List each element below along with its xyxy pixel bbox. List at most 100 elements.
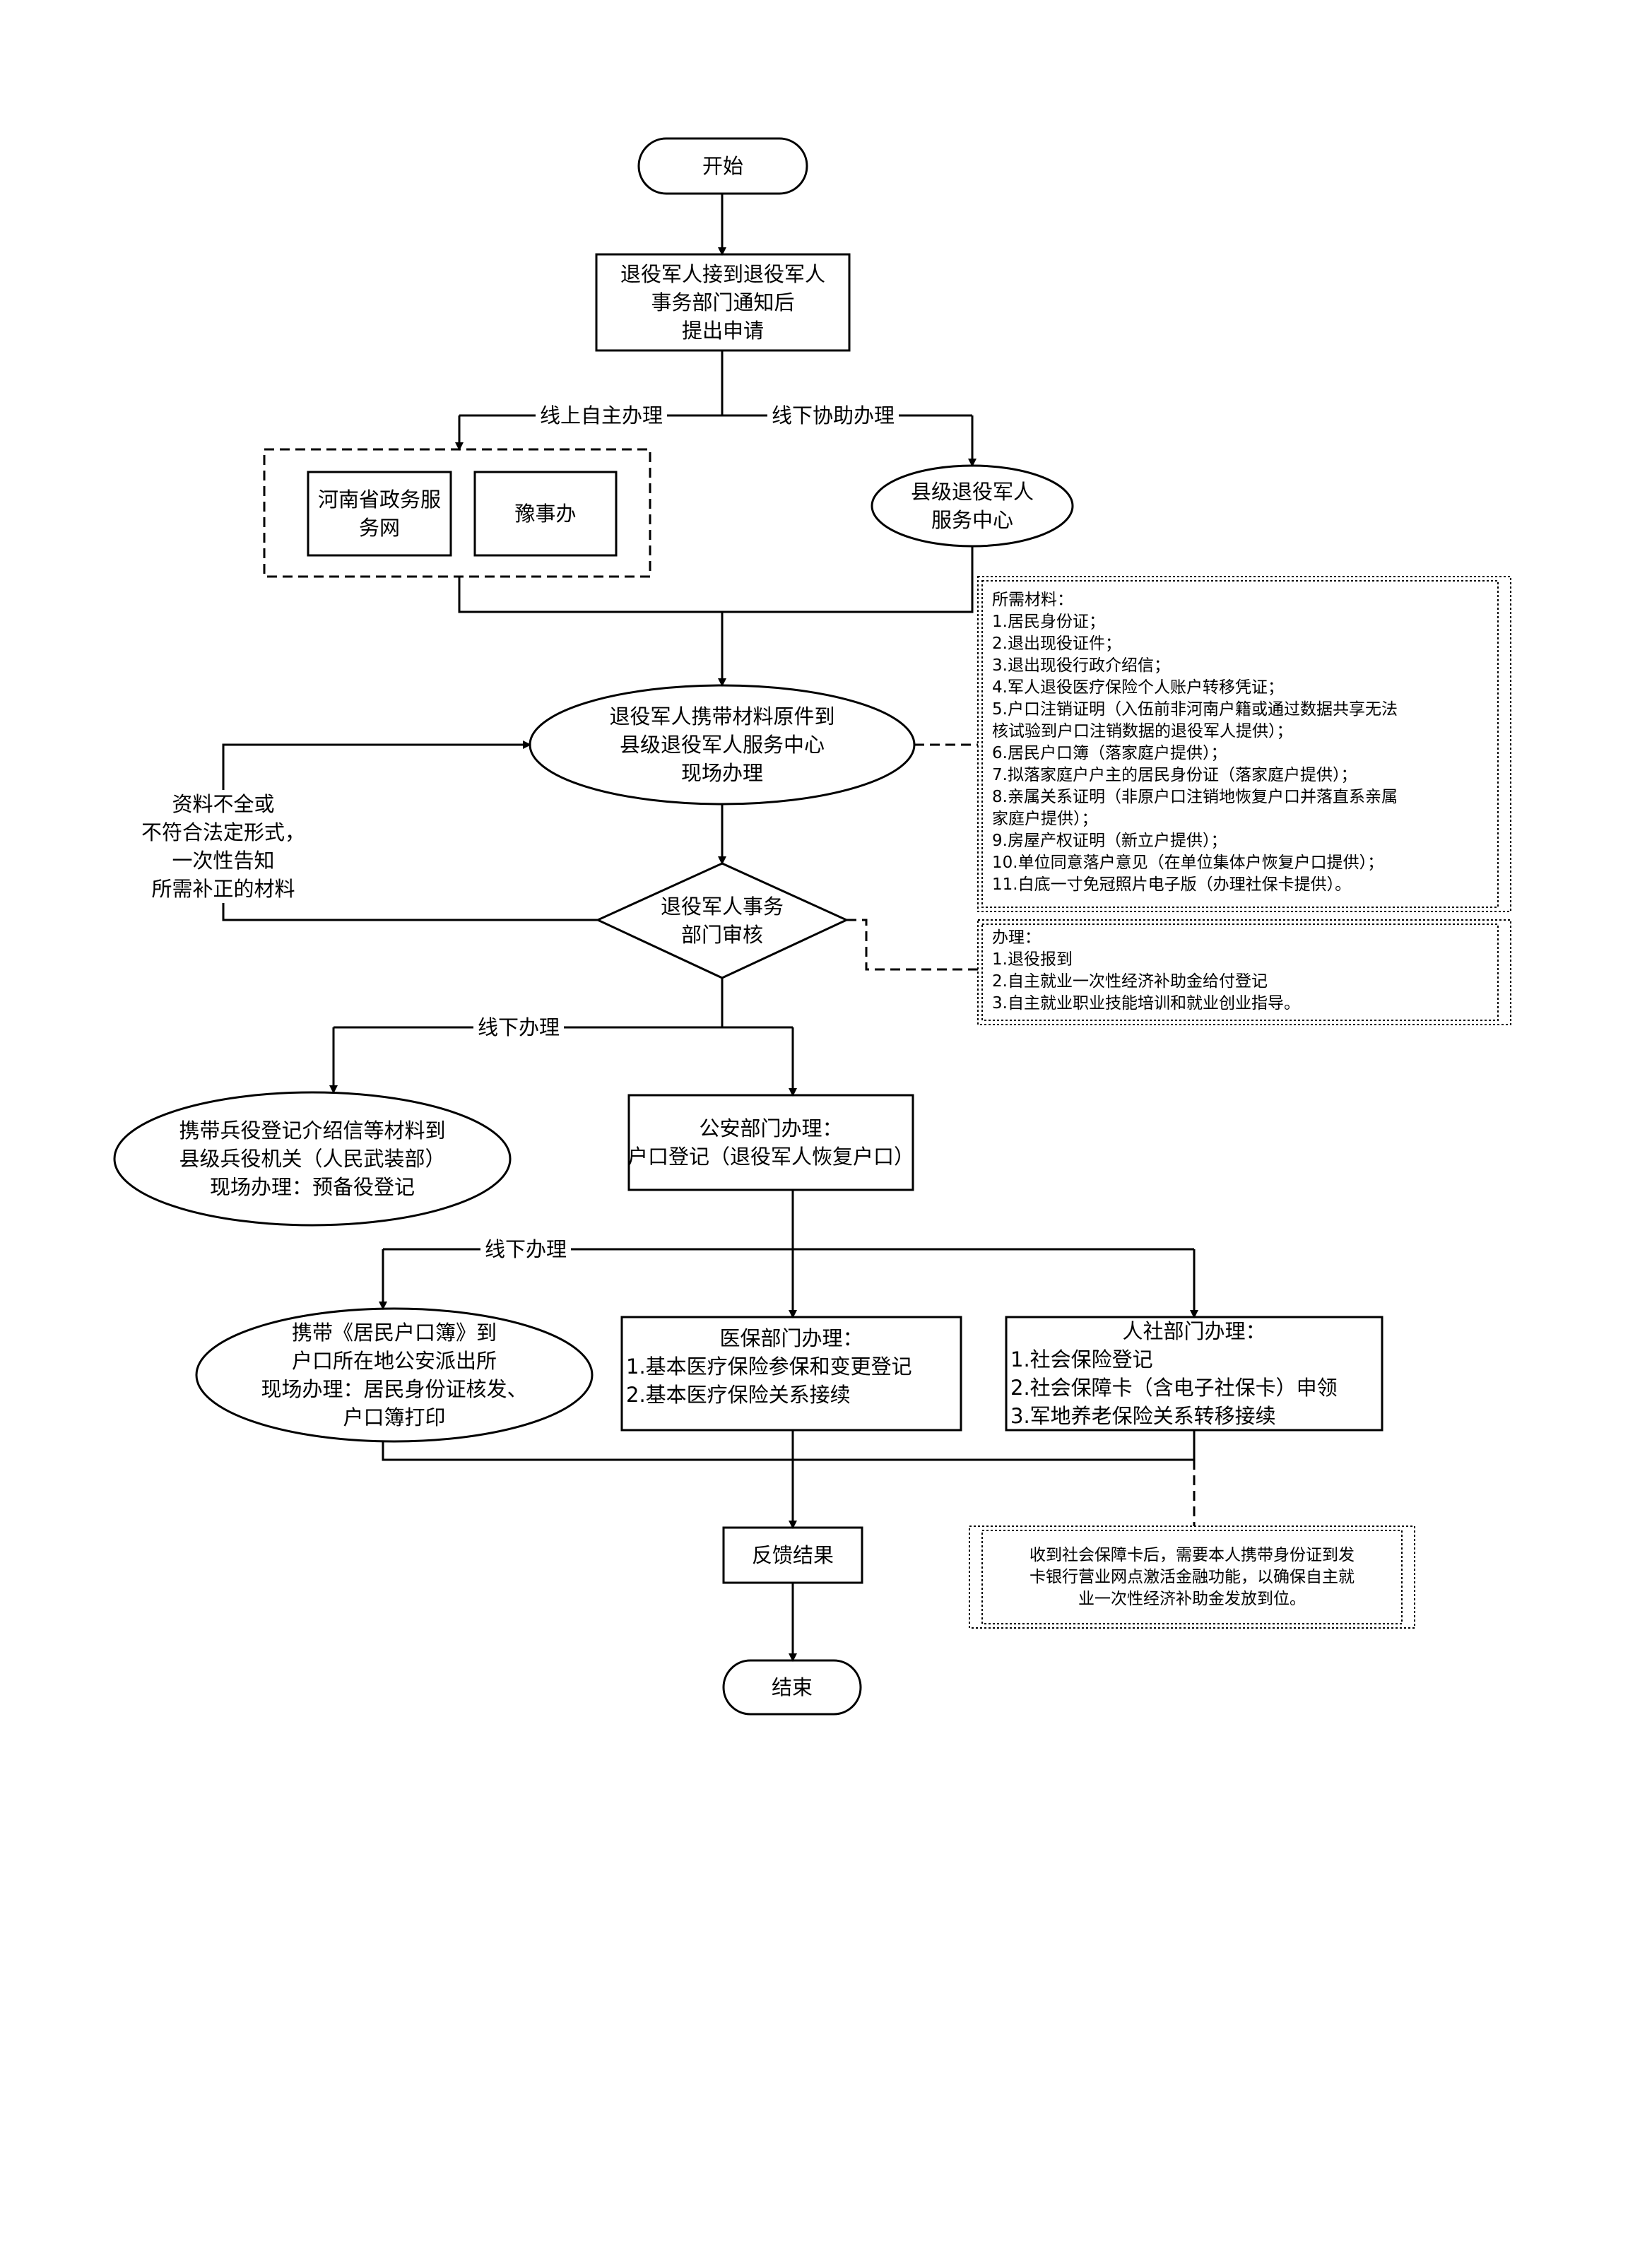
- materials-item: 4.军人退役医疗保险个人账户转移凭证；: [992, 678, 1284, 697]
- police-node: 公安部门办理： 户口登记（退役军人恢复户口）: [627, 1095, 915, 1190]
- end-label: 结束: [771, 1675, 813, 1699]
- handle-note-border-outer: [977, 919, 1511, 1025]
- incomplete-line-3: 一次性告知: [172, 849, 275, 873]
- hr-node: 人社部门办理： 1.社会保险登记 2.社会保障卡（含电子社保卡）申领 3.军地养…: [1006, 1317, 1382, 1430]
- start-node: 开始: [639, 138, 807, 194]
- medical-box-shape: [620, 1316, 962, 1432]
- hr-item: 2.社会保障卡（含电子社保卡）申领: [1010, 1376, 1338, 1400]
- henan-gov-line-2: 务网: [358, 516, 400, 540]
- materials-item: 9.房屋产权证明（新立户提供）；: [992, 832, 1227, 850]
- feedback-box-shape: [722, 1526, 863, 1584]
- offline-label-2: 线下办理: [480, 1237, 572, 1262]
- branch-offline-label: 线下协助办理: [767, 403, 899, 428]
- henan-gov-box-shape: [307, 471, 452, 557]
- apply-line-1: 退役军人接到退役军人: [620, 262, 825, 286]
- feedback-label: 反馈结果: [751, 1543, 834, 1567]
- flow-county-merge: [722, 546, 974, 613]
- henan-gov-node: 河南省政务服 务网: [308, 472, 451, 555]
- hr-item: 1.社会保险登记: [1010, 1347, 1153, 1371]
- hr-box-shape: [1005, 1316, 1383, 1432]
- materials-item: 7.拟落家庭户户主的居民身份证（落家庭户提供）；: [992, 766, 1357, 784]
- materials-item: 核试验到户口注销数据的退役军人提供）；: [992, 722, 1293, 740]
- hukou-line-3: 现场办理：居民身份证核发、: [261, 1377, 528, 1401]
- materials-title: 所需材料：: [992, 591, 1073, 609]
- military-line-3: 现场办理：预备役登记: [209, 1175, 415, 1199]
- card-note-line-2: 卡银行营业网点激活金融功能，以确保自主就: [1029, 1567, 1355, 1586]
- hukou-line-1: 携带《居民户口簿》到: [291, 1321, 497, 1345]
- handle-note-border-inner: [981, 923, 1499, 1021]
- materials-note: 所需材料： 1.居民身份证； 2.退出现役证件； 3.退出现役行政介绍信； 4.…: [984, 584, 1499, 906]
- yushiban-node: 豫事办: [475, 472, 616, 555]
- card-note-border-inner: [981, 1530, 1403, 1624]
- hr-title: 人社部门办理：: [1122, 1319, 1266, 1343]
- handle-title: 办理：: [992, 928, 1041, 947]
- medical-items: 1.基本医疗保险参保和变更登记 2.基本医疗保险关系接续: [622, 1352, 961, 1409]
- military-ellipse: [113, 1091, 512, 1227]
- branch-online-label: 线上自主办理: [536, 403, 668, 428]
- yushiban-label: 豫事办: [514, 502, 577, 526]
- military-node: 携带兵役登记介绍信等材料到 县级兵役机关（人民武装部） 现场办理：预备役登记: [114, 1092, 510, 1225]
- medical-item: 2.基本医疗保险关系接续: [626, 1383, 851, 1407]
- onsite-node: 退役军人携带材料原件到 县级退役军人服务中心 现场办理: [530, 685, 914, 804]
- handle-note: 办理： 1.退役报到 2.自主就业一次性经济补助金给付登记 3.自主就业职业技能…: [984, 921, 1499, 1023]
- county-center-line-2: 服务中心: [931, 508, 1013, 532]
- handle-item: 1.退役报到: [992, 950, 1073, 969]
- feedback-node: 反馈结果: [724, 1528, 862, 1583]
- materials-item: 6.居民户口簿（落家庭户提供）；: [992, 744, 1227, 762]
- materials-item: 家庭户提供）；: [992, 810, 1098, 828]
- review-line-2: 部门审核: [680, 923, 763, 947]
- onsite-line-1: 退役军人携带材料原件到: [609, 704, 835, 728]
- materials-item: 8.亲属关系证明（非原户口注销地恢复户口并落直系亲属: [992, 788, 1398, 806]
- onsite-line-2: 县级退役军人服务中心: [619, 733, 825, 757]
- county-center-node: 县级退役军人 服务中心: [872, 466, 1073, 546]
- flow-hukou-merge: [382, 1441, 1194, 1461]
- materials-note-border-outer: [977, 576, 1511, 912]
- handle-item: 3.自主就业职业技能培训和就业创业指导。: [992, 994, 1300, 1013]
- incomplete-line-1: 资料不全或: [172, 792, 275, 816]
- materials-item: 2.退出现役证件；: [992, 635, 1121, 653]
- materials-item: 1.居民身份证；: [992, 613, 1105, 631]
- medical-title: 医保部门办理：: [719, 1326, 863, 1350]
- review-node: 退役军人事务 部门审核: [598, 863, 846, 978]
- medical-node: 医保部门办理： 1.基本医疗保险参保和变更登记 2.基本医疗保险关系接续: [622, 1317, 961, 1430]
- incomplete-line-4: 所需补正的材料: [151, 877, 295, 901]
- medical-item: 1.基本医疗保险参保和变更登记: [626, 1355, 912, 1379]
- materials-item: 10.单位同意落户意见（在单位集体户恢复户口提供）；: [992, 854, 1384, 872]
- hukou-node: 携带《居民户口簿》到 户口所在地公安派出所 现场办理：居民身份证核发、 户口簿打…: [196, 1309, 592, 1441]
- police-box-shape: [627, 1094, 914, 1191]
- yushiban-box-shape: [473, 471, 618, 557]
- materials-item: 11.白底一寸免冠照片电子版（办理社保卡提供）。: [992, 875, 1352, 894]
- end-node: 结束: [724, 1660, 861, 1714]
- hr-items: 1.社会保险登记 2.社会保障卡（含电子社保卡）申领 3.军地养老保险关系转移接…: [1006, 1345, 1382, 1430]
- military-line-2: 县级兵役机关（人民武装部）: [179, 1147, 446, 1171]
- incomplete-note: 资料不全或 不符合法定形式， 一次性告知 所需补正的材料: [119, 790, 328, 903]
- police-line-1: 公安部门办理：: [699, 1116, 843, 1140]
- materials-item: 5.户口注销证明（入伍前非河南户籍或通过数据共享无法: [992, 700, 1398, 719]
- card-note: 收到社会保障卡后，需要本人携带身份证到发 卡银行营业网点激活金融功能，以确保自主…: [984, 1532, 1400, 1622]
- military-line-1: 携带兵役登记介绍信等材料到: [179, 1119, 446, 1143]
- police-line-2: 户口登记（退役军人恢复户口）: [627, 1145, 915, 1169]
- apply-line-2: 事务部门通知后: [651, 290, 795, 314]
- hukou-ellipse: [195, 1307, 594, 1443]
- card-note-border-outer: [969, 1526, 1415, 1629]
- review-line-1: 退役军人事务: [660, 895, 784, 919]
- incomplete-line-2: 不符合法定形式，: [141, 820, 305, 844]
- start-label: 开始: [702, 154, 743, 178]
- flow-online-merge: [458, 577, 722, 613]
- apply-node: 退役军人接到退役军人 事务部门通知后 提出申请: [596, 254, 849, 350]
- link-review-handle: [846, 919, 978, 971]
- hukou-line-2: 户口所在地公安派出所: [291, 1349, 497, 1373]
- materials-item: 3.退出现役行政介绍信；: [992, 656, 1170, 675]
- hr-item: 3.军地养老保险关系转移接续: [1010, 1404, 1276, 1428]
- onsite-line-3: 现场办理: [680, 761, 763, 785]
- offline-label-1: 线下办理: [473, 1015, 565, 1040]
- apply-line-3: 提出申请: [681, 319, 764, 343]
- handle-item: 2.自主就业一次性经济补助金给付登记: [992, 972, 1268, 991]
- card-note-line-1: 收到社会保障卡后，需要本人携带身份证到发: [1029, 1545, 1355, 1564]
- henan-gov-line-1: 河南省政务服: [317, 488, 441, 512]
- card-note-line-3: 业一次性经济补助金发放到位。: [1078, 1589, 1306, 1608]
- hukou-line-4: 户口簿打印: [343, 1405, 446, 1429]
- county-center-line-1: 县级退役军人: [910, 480, 1034, 504]
- materials-note-border-inner: [981, 580, 1499, 908]
